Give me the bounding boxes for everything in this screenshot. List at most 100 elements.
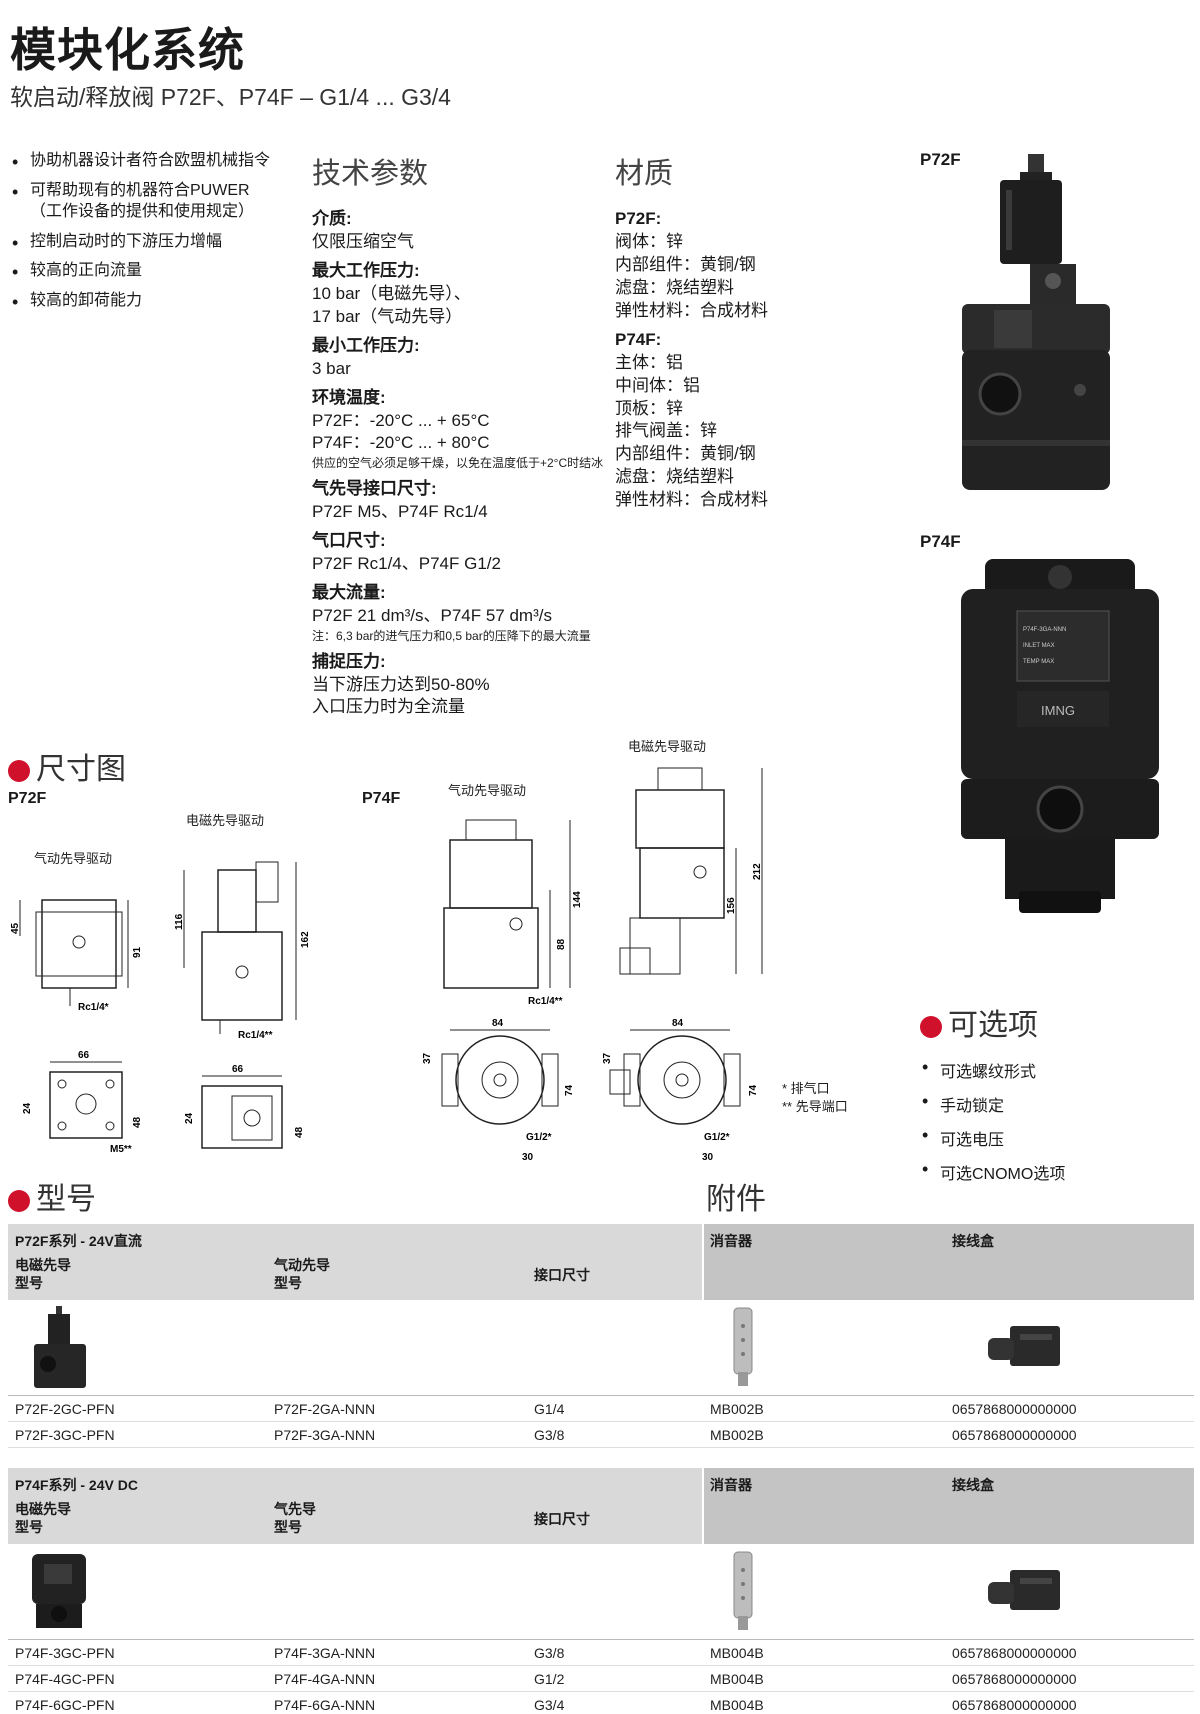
- material-item: 弹性材料：合成材料: [615, 490, 768, 510]
- dim-value: 156: [726, 897, 737, 914]
- col-header-line: 型号: [15, 1519, 43, 1536]
- dim-value: 74: [564, 1084, 575, 1096]
- connector-box-image: [988, 1570, 1060, 1610]
- col-header: 气先导型号: [274, 1500, 316, 1536]
- accessories-heading: 附件: [706, 1183, 766, 1216]
- dim-value: Rc1/4**: [238, 1030, 273, 1040]
- cell: MB002B: [710, 1401, 764, 1417]
- snap-line2: 入口压力时为全流量: [312, 697, 465, 717]
- feature-list: 协助机器设计者符合欧盟机械指令 可帮助现有的机器符合PUWER（工作设备的提供和…: [10, 150, 280, 320]
- dim-value: 84: [672, 1018, 684, 1029]
- options-section: 可选项 可选螺纹形式 手动锁定 可选电压 可选CNOMO选项: [920, 1000, 1180, 1194]
- cell: P74F-4GC-PFN: [15, 1671, 115, 1687]
- cell: P72F-3GA-NNN: [274, 1427, 376, 1443]
- dim-value: 66: [232, 1064, 244, 1075]
- dim-value: 74: [748, 1084, 759, 1096]
- min-pressure-value: 3 bar: [312, 358, 351, 378]
- table-row: P72F-2GC-PFN P72F-2GA-NNN G1/4 MB002B 06…: [8, 1396, 1194, 1422]
- cell: P72F-2GA-NNN: [274, 1401, 376, 1417]
- table-row: P74F-4GC-PFN P74F-4GA-NNN G1/2 MB004B 06…: [8, 1666, 1194, 1692]
- p74f-solenoid-top-drawing: 84 37 74 G1/2* 30: [602, 1018, 759, 1163]
- col-header-line: 电磁先导: [15, 1501, 71, 1517]
- materials-heading: 材质: [615, 158, 674, 190]
- pilot-port-label: 气先导接口尺寸:: [312, 479, 437, 499]
- dim-value: 91: [132, 946, 143, 958]
- dim-value: G1/2*: [526, 1132, 552, 1143]
- p74f-solenoid-label: 电磁先导驱动: [628, 739, 707, 754]
- material-item: 顶板：锌: [615, 398, 683, 418]
- material-item: 弹性材料：合成材料: [615, 300, 768, 320]
- svg-text:INLET MAX: INLET MAX: [1023, 643, 1055, 649]
- p74f-model-table: P74F系列 - 24V DC 电磁先导型号 气先导型号 接口尺寸 消音器 接线…: [8, 1468, 1194, 1714]
- p72f-product-image: [962, 154, 1110, 490]
- col-header-line: 型号: [274, 1275, 302, 1292]
- dim-value: 45: [10, 922, 21, 934]
- p72f-thumbnail-image: [34, 1306, 86, 1388]
- note-exhaust: * 排气口: [782, 1081, 830, 1096]
- series-title: P72F系列 - 24V直流: [15, 1233, 142, 1249]
- flow-note: 注：6,3 bar的进气压力和0,5 bar的压降下的最大流量: [312, 628, 591, 643]
- material-item: 滤盘：烧结塑料: [615, 467, 734, 487]
- cell: P74F-3GA-NNN: [274, 1645, 376, 1661]
- col-header: 电磁先导型号: [15, 1256, 71, 1292]
- max-pressure-line1: 10 bar（电磁先导）、: [312, 283, 471, 303]
- medium-value: 仅限压缩空气: [312, 231, 414, 251]
- specs-heading: 技术参数: [312, 158, 429, 190]
- options-heading: 可选项: [948, 1009, 1038, 1042]
- material-item: 主体：铝: [615, 352, 683, 372]
- col-header-line: 气动先导: [274, 1257, 330, 1273]
- cell: 0657868000000000: [952, 1645, 1077, 1661]
- dim-value: 37: [422, 1052, 433, 1064]
- feature-item: 较高的正向流量: [10, 260, 280, 284]
- dim-value: 30: [522, 1152, 534, 1163]
- dim-value: M5**: [110, 1144, 132, 1155]
- col-header: 接线盒: [952, 1233, 994, 1249]
- p74f-pneumatic-label: 气动先导驱动: [448, 783, 527, 798]
- dimension-notes: * 排气口 ** 先导端口: [782, 1080, 848, 1115]
- col-header: 接口尺寸: [534, 1267, 590, 1283]
- section-bullet-icon: [8, 1190, 30, 1213]
- cell: MB004B: [710, 1645, 764, 1661]
- models-heading: 型号: [8, 1174, 96, 1218]
- p72f-material-label: P72F:: [615, 209, 662, 228]
- p72f-pneumatic-label: 气动先导驱动: [34, 851, 113, 866]
- section-bullet-icon: [8, 760, 30, 783]
- col-header-line: 电磁先导: [15, 1257, 71, 1273]
- col-header: 接线盒: [952, 1477, 994, 1493]
- cell: MB002B: [710, 1427, 764, 1443]
- p72f-dim-title: P72F: [8, 790, 47, 807]
- table-row: P74F-3GC-PFN P74F-3GA-NNN G3/8 MB004B 06…: [8, 1640, 1194, 1666]
- dim-value: 66: [78, 1050, 90, 1061]
- p74f-photo-label: P74F: [920, 532, 961, 551]
- p72f-pneumatic-top-drawing: 66 24 48 M5**: [22, 1050, 143, 1155]
- dim-value: 24: [184, 1112, 195, 1124]
- cell: 0657868000000000: [952, 1427, 1077, 1443]
- models-heading-text: 型号: [36, 1183, 96, 1216]
- snap-line1: 当下游压力达到50-80%: [312, 674, 490, 694]
- cell: P74F-6GC-PFN: [15, 1697, 115, 1713]
- p74f-solenoid-side-drawing: 156 212: [619, 767, 763, 975]
- snap-label: 捕捉压力:: [312, 651, 386, 671]
- material-item: 内部组件：黄铜/钢: [615, 444, 756, 464]
- material-item: 阀体：锌: [615, 231, 683, 251]
- materials: 材质 P72F: 阀体：锌 内部组件：黄铜/钢 滤盘：烧结塑料 弹性材料：合成材…: [615, 150, 830, 512]
- feature-item: 可帮助现有的机器符合PUWER（工作设备的提供和使用规定）: [10, 180, 280, 223]
- flow-value: P72F 21 dm³/s、P74F 57 dm³/s: [312, 605, 552, 625]
- dim-value: 30: [702, 1152, 714, 1163]
- p74f-pneumatic-side-drawing: 88 144 Rc1/4**: [443, 819, 580, 1007]
- dim-value: 84: [492, 1018, 504, 1029]
- dim-value: Rc1/4*: [78, 1002, 109, 1013]
- min-pressure-label: 最小工作压力:: [312, 335, 420, 355]
- medium-label: 介质:: [312, 209, 352, 228]
- option-item: 手动锁定: [920, 1091, 1180, 1116]
- col-header-line: 气先导: [274, 1501, 316, 1517]
- p72f-model-table: P72F系列 - 24V直流 电磁先导型号 气动先导型号 接口尺寸 消音器 接线…: [8, 1224, 1194, 1448]
- table-row: P74F-6GC-PFN P74F-6GA-NNN G3/4 MB004B 06…: [8, 1692, 1194, 1714]
- p74f-thumbnail-image: [32, 1554, 86, 1628]
- flow-label: 最大流量:: [312, 582, 386, 602]
- cell: P72F-3GC-PFN: [15, 1427, 115, 1443]
- p74f-material-label: P74F:: [615, 329, 662, 349]
- material-item: 内部组件：黄铜/钢: [615, 254, 756, 274]
- page-title: 模块化系统: [10, 24, 245, 76]
- svg-text:P74F-3GA-NNN: P74F-3GA-NNN: [1023, 627, 1066, 633]
